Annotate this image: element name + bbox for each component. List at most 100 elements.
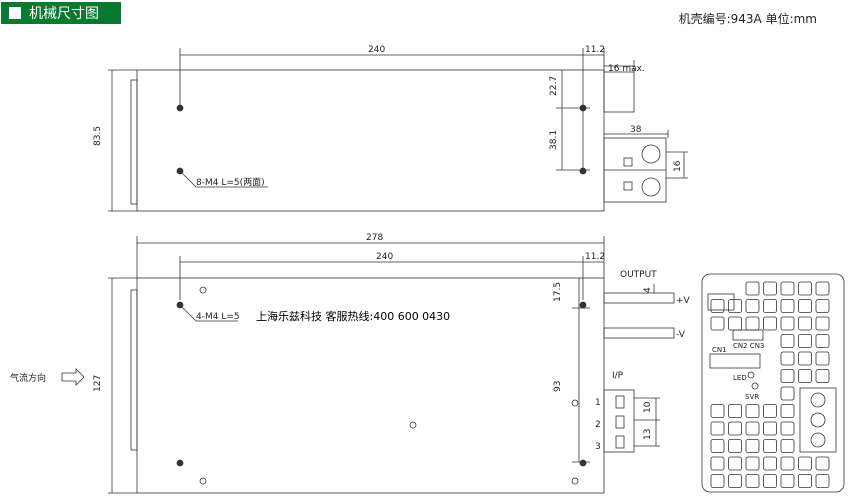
vent-hole — [815, 334, 830, 348]
top-view-body — [136, 69, 605, 212]
vent-hole — [710, 456, 725, 471]
side-dim-13: 13 — [643, 429, 653, 440]
cn2-cn3-label: CN2 CN3 — [733, 342, 764, 350]
vent-hole — [780, 351, 795, 366]
top-dim-240: 240 — [368, 45, 385, 55]
vent-hole — [728, 421, 742, 436]
top-dim-11-2: 11.2 — [585, 45, 605, 55]
vent-hole — [710, 439, 725, 453]
vent-hole — [780, 421, 795, 436]
vent-hole — [815, 299, 830, 313]
connector-block — [709, 353, 761, 369]
vent-hole — [745, 421, 760, 436]
side-dim-11-2: 11.2 — [585, 252, 605, 262]
vent-hole — [780, 456, 795, 471]
vent-hole — [745, 316, 760, 331]
led-indicator — [747, 371, 755, 379]
vent-hole — [710, 404, 725, 418]
screw-hole — [579, 167, 587, 175]
side-dim-4: 4 — [643, 287, 653, 293]
top-dim-16: 16 — [673, 160, 683, 172]
vent-hole — [780, 439, 795, 453]
side-view-flange — [130, 289, 138, 451]
front-view-panel — [701, 273, 845, 493]
input-terminal-block — [603, 389, 635, 453]
plus-v-label: +V — [676, 296, 691, 306]
vent-hole — [710, 474, 725, 488]
vent-hole — [780, 281, 795, 296]
header-badge: 机械尺寸图 — [1, 2, 121, 24]
vent-hole — [728, 299, 742, 313]
top-screw-note: 8-M4 L=5(两面) — [196, 177, 265, 188]
output-label: OUTPUT — [620, 270, 657, 280]
vent-hole — [815, 316, 830, 331]
vent-hole — [763, 299, 777, 313]
header-title: 机械尺寸图 — [29, 6, 99, 22]
vent-hole — [745, 281, 760, 296]
screw-hole — [579, 301, 587, 309]
vent-hole — [745, 456, 760, 471]
screw-hole — [579, 104, 587, 112]
front-view — [701, 273, 845, 493]
vent-hole — [798, 474, 812, 488]
ip-label: I/P — [612, 371, 624, 381]
pin-1-label: 1 — [595, 398, 601, 408]
top-view — [108, 48, 688, 212]
contact-text: 上海乐兹科技 客服热线:400 600 0430 — [256, 309, 450, 323]
vent-hole — [780, 474, 795, 488]
vent-hole — [745, 404, 760, 418]
screw-hole — [579, 459, 587, 467]
vent-hole — [815, 281, 830, 296]
vent-hole — [798, 334, 812, 348]
vent-hole — [780, 334, 795, 348]
vent-hole — [798, 316, 812, 331]
vent-hole — [745, 474, 760, 488]
vent-hole — [780, 369, 795, 383]
vent-mark — [571, 477, 579, 485]
vent-hole — [763, 281, 777, 296]
svr-label: SVR — [745, 393, 759, 401]
led-label: LED — [733, 374, 747, 382]
top-dim-22-7: 22.7 — [549, 76, 559, 96]
side-dim-93: 93 — [553, 381, 563, 392]
vent-hole — [763, 404, 777, 418]
cn1-label: CN1 — [712, 346, 727, 354]
vent-hole — [798, 369, 812, 383]
vent-mark — [571, 399, 579, 407]
vent-hole — [763, 474, 777, 488]
side-dim-127: 127 — [93, 375, 103, 392]
vent-mark — [199, 477, 207, 485]
vent-hole — [763, 316, 777, 331]
vent-hole — [798, 299, 812, 313]
top-view-flange — [130, 79, 138, 205]
airflow-label: 气流方向 — [10, 372, 46, 384]
minus-v-label: -V — [676, 330, 686, 340]
vent-hole — [763, 439, 777, 453]
vent-hole — [728, 439, 742, 453]
vent-hole — [763, 456, 777, 471]
side-dim-10: 10 — [643, 401, 653, 413]
arrow-right-icon — [61, 368, 85, 386]
vent-hole — [798, 281, 812, 296]
top-dim-38-1: 38.1 — [549, 130, 559, 150]
side-dim-278: 278 — [366, 233, 383, 243]
vent-hole — [815, 369, 830, 383]
side-view — [61, 236, 675, 494]
pin-3-label: 3 — [595, 442, 601, 452]
vent-hole — [798, 456, 812, 471]
top-view-output-block — [603, 71, 635, 113]
top-dim-83-5: 83.5 — [93, 126, 103, 146]
vent-hole — [780, 316, 795, 331]
front-terminal-block — [799, 387, 837, 453]
square-icon — [9, 7, 21, 19]
pin-2-label: 2 — [595, 420, 601, 430]
vent-hole — [710, 316, 725, 331]
vent-hole — [815, 474, 830, 488]
vent-mark — [409, 421, 417, 429]
svr-knob — [751, 382, 759, 390]
vent-hole — [728, 404, 742, 418]
vent-hole — [710, 299, 725, 313]
vent-hole — [745, 439, 760, 453]
vent-hole — [798, 351, 812, 366]
